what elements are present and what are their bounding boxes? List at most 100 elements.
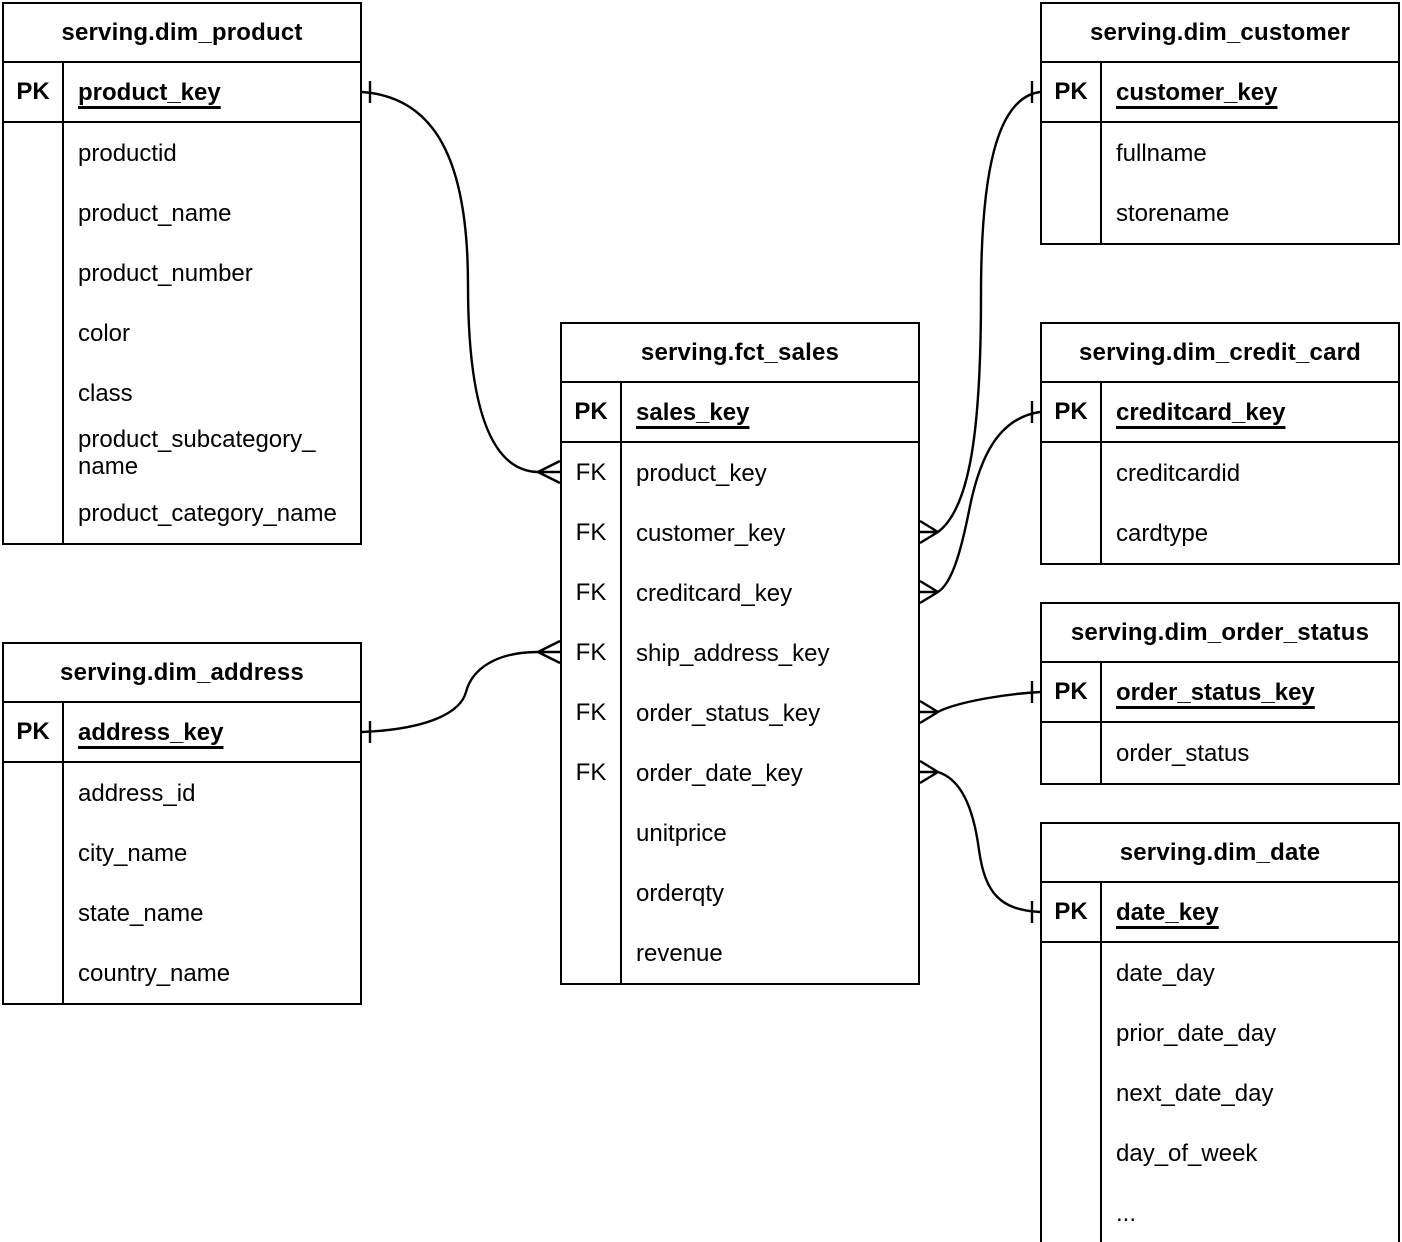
pk-badge: PK — [562, 383, 622, 441]
pk-field-name: order_status_key — [1116, 678, 1315, 706]
pk-field-name: creditcard_key — [1116, 398, 1286, 426]
field-name: order_status — [1116, 739, 1250, 767]
field-name: product_name — [78, 199, 232, 227]
key-badge — [1042, 1123, 1102, 1183]
pk-row: PK sales_key — [562, 383, 918, 443]
field-name: creditcard_key — [636, 579, 793, 607]
field-name: state_name — [78, 899, 204, 927]
pk-row: PK order_status_key — [1042, 663, 1398, 723]
pk-field-name: address_key — [78, 718, 224, 746]
fk-badge: FK — [562, 683, 622, 743]
pk-row: PK customer_key — [1042, 63, 1398, 123]
pk-badge: PK — [1042, 63, 1102, 121]
field-row: FK order_date_key — [562, 743, 918, 803]
field-row: product_category_name — [4, 483, 360, 543]
pk-field-name: sales_key — [636, 398, 750, 426]
relationship-dim-order-status-fct-sales — [919, 681, 1041, 725]
relationship-dim-product-fct-sales — [361, 81, 561, 485]
key-badge — [4, 183, 64, 243]
key-badge — [562, 923, 622, 983]
field-row: city_name — [4, 823, 360, 883]
entity-table-fct-sales: serving.fct_sales PK sales_key FK produc… — [560, 322, 920, 985]
pk-row: PK address_key — [4, 703, 360, 763]
key-badge — [1042, 443, 1102, 503]
field-name: unitprice — [636, 819, 727, 847]
key-badge — [4, 883, 64, 943]
field-row: productid — [4, 123, 360, 183]
pk-row: PK date_key — [1042, 883, 1398, 943]
field-row: product_number — [4, 243, 360, 303]
field-name: order_date_key — [636, 759, 803, 787]
fk-badge: FK — [562, 443, 622, 503]
table-title: serving.dim_product — [4, 4, 360, 63]
field-row: cardtype — [1042, 503, 1398, 563]
relationship-dim-date-fct-sales — [919, 759, 1041, 923]
field-row: fullname — [1042, 123, 1398, 183]
field-name: next_date_day — [1116, 1079, 1274, 1107]
fk-badge: FK — [562, 563, 622, 623]
key-badge — [1042, 1183, 1102, 1242]
field-name: creditcardid — [1116, 459, 1241, 487]
field-name: ship_address_key — [636, 639, 830, 667]
key-badge — [4, 123, 64, 183]
relationship-dim-customer-fct-sales — [919, 81, 1041, 545]
relationship-line — [937, 690, 1041, 714]
field-row: ... — [1042, 1183, 1398, 1242]
field-row: storename — [1042, 183, 1398, 243]
field-name: customer_key — [636, 519, 786, 547]
field-row: FK creditcard_key — [562, 563, 918, 623]
field-name: revenue — [636, 939, 723, 967]
pk-badge: PK — [4, 703, 64, 761]
field-name: product_category_name — [78, 499, 337, 527]
key-badge — [4, 483, 64, 543]
cardinality-many-crowfoot — [919, 519, 939, 545]
table-title: serving.fct_sales — [562, 324, 918, 383]
key-badge — [4, 423, 64, 483]
relationship-dim-address-fct-sales — [361, 639, 561, 743]
fk-badge: FK — [562, 503, 622, 563]
pk-field-name: customer_key — [1116, 78, 1278, 106]
field-name: product_subcategory_ name — [78, 426, 316, 480]
entity-table-dim-product: serving.dim_product PK product_key produ… — [2, 2, 362, 545]
field-row: unitprice — [562, 803, 918, 863]
field-row: FK customer_key — [562, 503, 918, 563]
table-title: serving.dim_date — [1042, 824, 1398, 883]
field-row: country_name — [4, 943, 360, 1003]
pk-row: PK creditcard_key — [1042, 383, 1398, 443]
field-name: productid — [78, 139, 177, 167]
fk-badge: FK — [562, 743, 622, 803]
cardinality-many-crowfoot — [537, 639, 561, 665]
cardinality-many-crowfoot — [919, 759, 939, 785]
relationship-line — [361, 650, 539, 734]
pk-badge: PK — [1042, 663, 1102, 721]
field-row: date_day — [1042, 943, 1398, 1003]
key-badge — [4, 823, 64, 883]
key-badge — [1042, 503, 1102, 563]
key-badge — [1042, 723, 1102, 783]
pk-field-name: date_key — [1116, 898, 1219, 926]
fk-badge: FK — [562, 623, 622, 683]
table-title: serving.dim_credit_card — [1042, 324, 1398, 383]
entity-table-dim-order-status: serving.dim_order_status PK order_status… — [1040, 602, 1400, 785]
relationship-line — [937, 90, 1041, 533]
key-badge — [4, 763, 64, 823]
field-name: product_number — [78, 259, 253, 287]
field-name: fullname — [1116, 139, 1207, 167]
field-row: product_subcategory_ name — [4, 423, 360, 483]
field-row: FK order_status_key — [562, 683, 918, 743]
field-name: orderqty — [636, 879, 725, 907]
field-name: order_status_key — [636, 699, 821, 727]
relationship-dim-credit-card-fct-sales — [919, 401, 1041, 605]
field-name: date_day — [1116, 959, 1215, 987]
field-row: FK product_key — [562, 443, 918, 503]
field-name: city_name — [78, 839, 188, 867]
pk-row: PK product_key — [4, 63, 360, 123]
table-title: serving.dim_order_status — [1042, 604, 1398, 663]
key-badge — [562, 803, 622, 863]
key-badge — [562, 863, 622, 923]
field-row: creditcardid — [1042, 443, 1398, 503]
field-row: day_of_week — [1042, 1123, 1398, 1183]
cardinality-many-crowfoot — [919, 579, 939, 605]
pk-field-name: product_key — [78, 78, 221, 106]
